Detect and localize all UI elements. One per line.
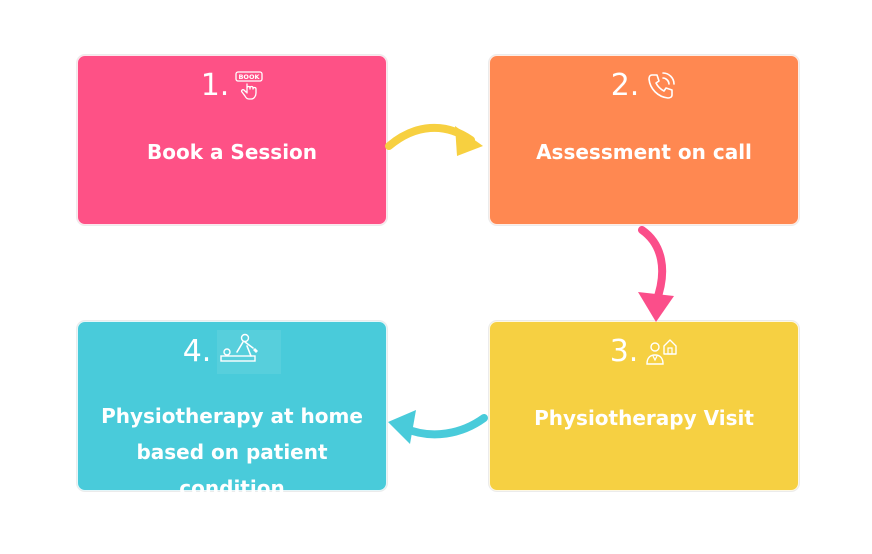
- step-heading-2: 2.: [490, 68, 798, 104]
- step-label-3: Physiotherapy Visit: [534, 406, 754, 430]
- book-button-pointer-icon: BOOK: [235, 71, 263, 101]
- step-heading-3: 3.: [490, 334, 798, 370]
- step-label-4: Physiotherapy at home based on patient c…: [101, 404, 363, 500]
- step-heading-4: 4.: [78, 330, 386, 374]
- physio-treatment-icon: [217, 330, 282, 374]
- step-label-2: Assessment on call: [536, 140, 752, 164]
- arrow-step3-to-step4: [388, 410, 488, 444]
- book-icon-text: BOOK: [239, 73, 261, 81]
- step-number-3: 3.: [609, 334, 639, 369]
- step-card-4: 4. Physiotherapy at home based on patien…: [77, 321, 387, 500]
- step-number-4: 4.: [182, 334, 212, 369]
- step-label-1: Book a Session: [146, 140, 318, 164]
- arrow-step2-to-step3: [638, 226, 674, 322]
- phone-call-icon: [645, 70, 677, 102]
- step-card-1: 1. BOOK Book a Session: [77, 55, 387, 225]
- step-heading-1: 1. BOOK: [78, 68, 386, 104]
- step-card-2: 2. Assessment on call: [489, 55, 799, 225]
- therapist-house-icon: [644, 337, 678, 367]
- arrow-step1-to-step2: [385, 124, 483, 156]
- step-number-1: 1.: [200, 68, 230, 103]
- step-number-2: 2.: [610, 68, 640, 103]
- step-card-3: 3. Physiotherapy Visit: [489, 321, 799, 491]
